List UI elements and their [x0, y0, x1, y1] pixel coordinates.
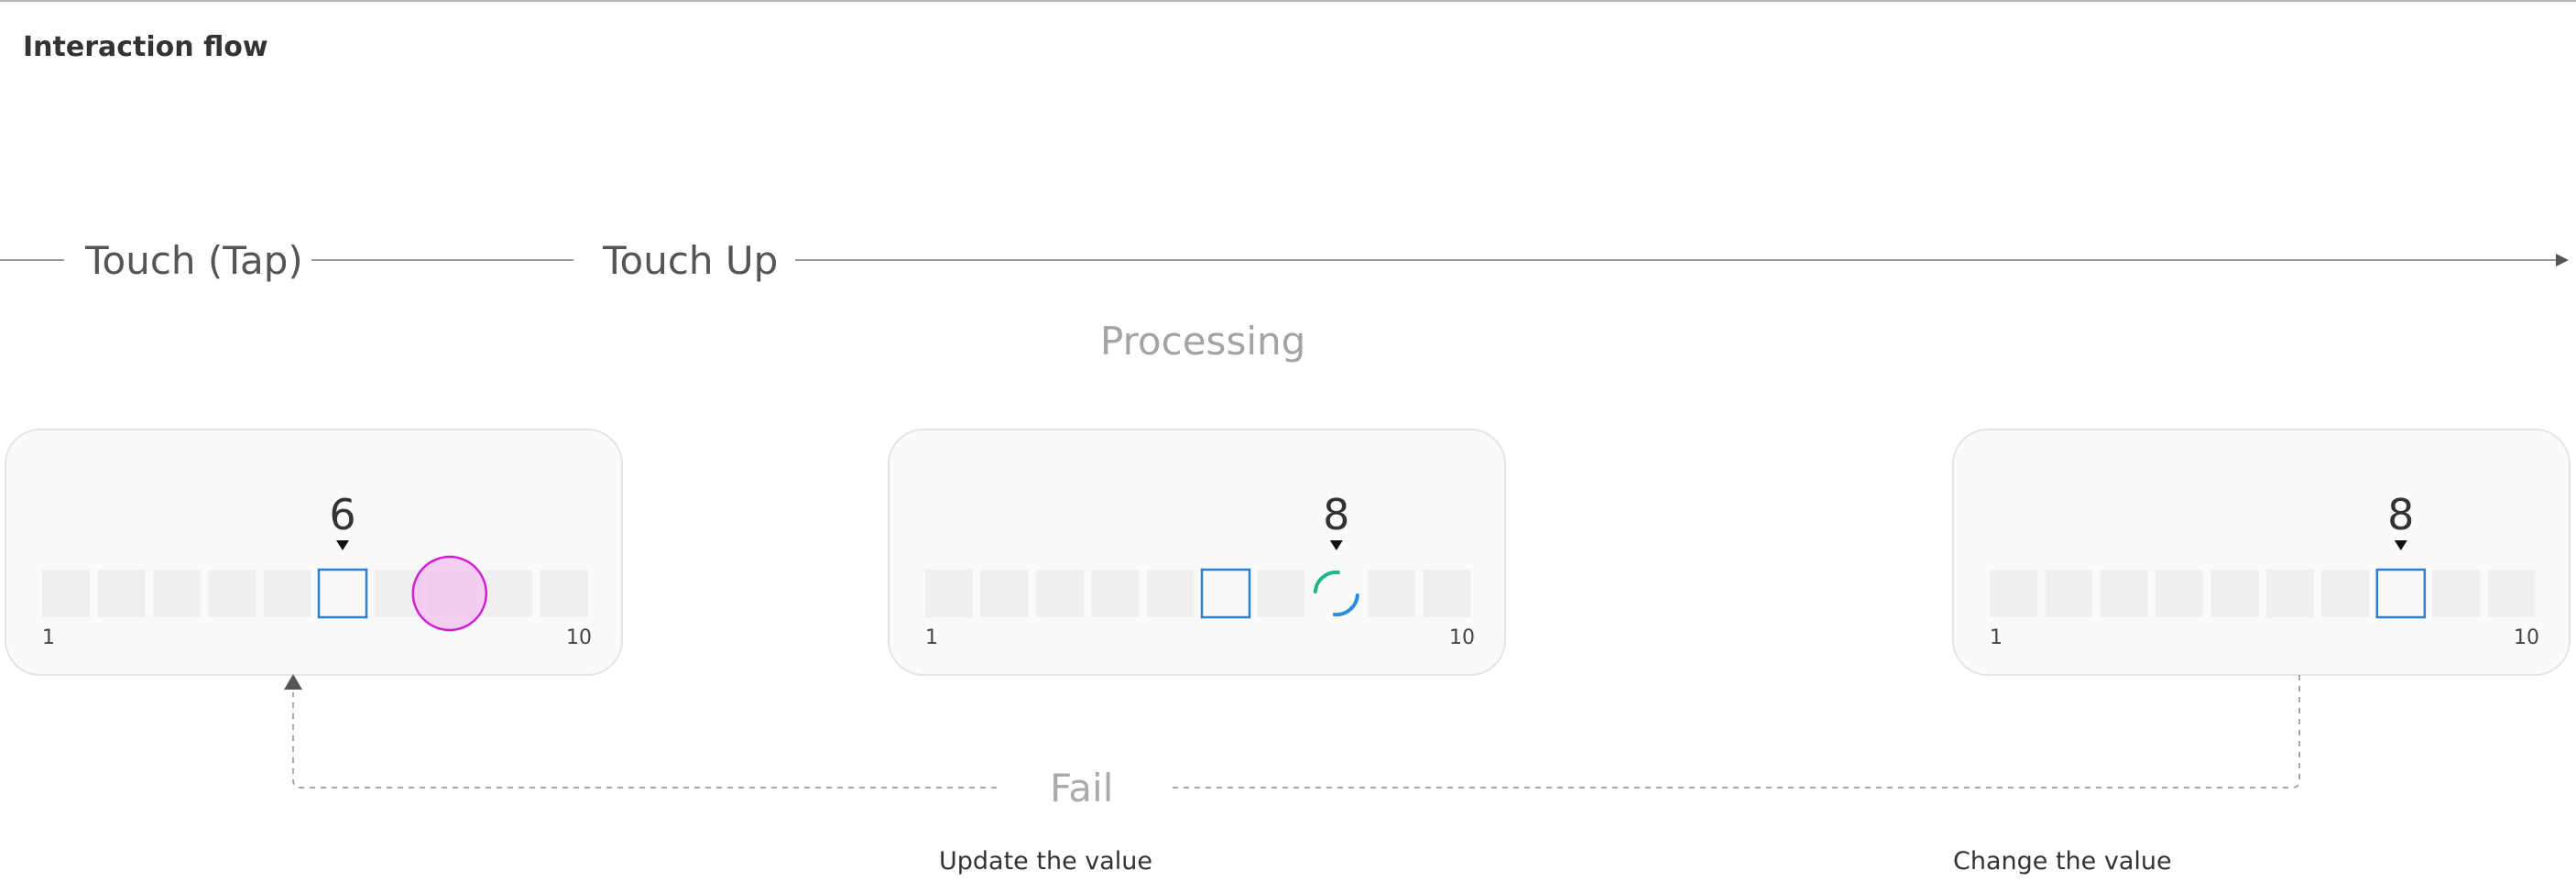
range-max-label: 10: [566, 626, 592, 649]
slider-segment[interactable]: [208, 570, 257, 617]
slider-value: 8: [1323, 490, 1349, 539]
slider-segment[interactable]: [1091, 570, 1140, 617]
slider-segment[interactable]: [1990, 570, 2037, 617]
slider-segment[interactable]: [1146, 570, 1195, 617]
slider-segment[interactable]: [485, 570, 533, 617]
slider-segment[interactable]: [2100, 570, 2148, 617]
fail-label: Fail: [1050, 766, 1113, 810]
loading-spinner-icon: [1332, 593, 1359, 617]
slider-segment[interactable]: [2156, 570, 2204, 617]
card-background: [5, 429, 623, 676]
slider-segment[interactable]: [2210, 570, 2259, 617]
card-touch-tap: 6 1 10: [5, 429, 623, 676]
slider-segment[interactable]: [2266, 570, 2314, 617]
slider-segment[interactable]: [152, 570, 201, 617]
value-pointer-icon: [1329, 540, 1343, 550]
slider-segment[interactable]: [980, 570, 1029, 617]
loading-spinner-icon: [1313, 570, 1340, 593]
fail-loop-line-left: [292, 692, 997, 789]
top-divider: [0, 0, 2576, 2]
card-result: 8 1 10: [1952, 429, 2571, 676]
value-pointer-icon: [2394, 540, 2407, 550]
slider-segment[interactable]: [925, 570, 973, 617]
range-min-label: 1: [1990, 626, 2003, 649]
touch-point-icon: [411, 555, 488, 632]
slider-segment[interactable]: [1368, 570, 1416, 617]
slider-segment[interactable]: [2045, 570, 2093, 617]
note-update-value: Update the value: [939, 847, 1152, 876]
note-change-value: Change the value: [1953, 847, 2172, 876]
slider-segment-selected[interactable]: [317, 568, 368, 619]
slider-segment[interactable]: [540, 570, 588, 617]
card-background: [1952, 429, 2571, 676]
range-max-label: 10: [2514, 626, 2539, 649]
slider-segment[interactable]: [1035, 570, 1084, 617]
page-title: Interaction flow: [23, 31, 268, 63]
range-min-label: 1: [925, 626, 938, 649]
slider-segment[interactable]: [2487, 570, 2536, 617]
stage-label-processing: Processing: [1100, 319, 1305, 364]
slider-segment[interactable]: [1423, 570, 1471, 617]
loop-arrowhead-icon: [284, 674, 302, 690]
slider-segment[interactable]: [2432, 570, 2481, 617]
stage-label-touch-tap: Touch (Tap): [84, 238, 303, 283]
slider-segment[interactable]: [42, 570, 90, 617]
range-max-label: 10: [1449, 626, 1475, 649]
range-min-label: 1: [42, 626, 55, 649]
slider-value: 6: [329, 490, 355, 539]
stage-label-touch-up: Touch Up: [602, 238, 778, 283]
slider-segment[interactable]: [97, 570, 146, 617]
card-background: [888, 429, 1506, 676]
value-pointer-icon: [336, 540, 349, 550]
slider-value: 8: [2387, 490, 2414, 539]
card-processing: 8 1 10: [888, 429, 1506, 676]
slider-segment[interactable]: [1257, 570, 1305, 617]
slider-segment-selected[interactable]: [1200, 568, 1251, 619]
slider-segment[interactable]: [263, 570, 311, 617]
slider-segment-selected[interactable]: [2375, 568, 2427, 619]
slider-segment[interactable]: [2321, 570, 2370, 617]
fail-loop-line-right: [1169, 675, 2300, 789]
